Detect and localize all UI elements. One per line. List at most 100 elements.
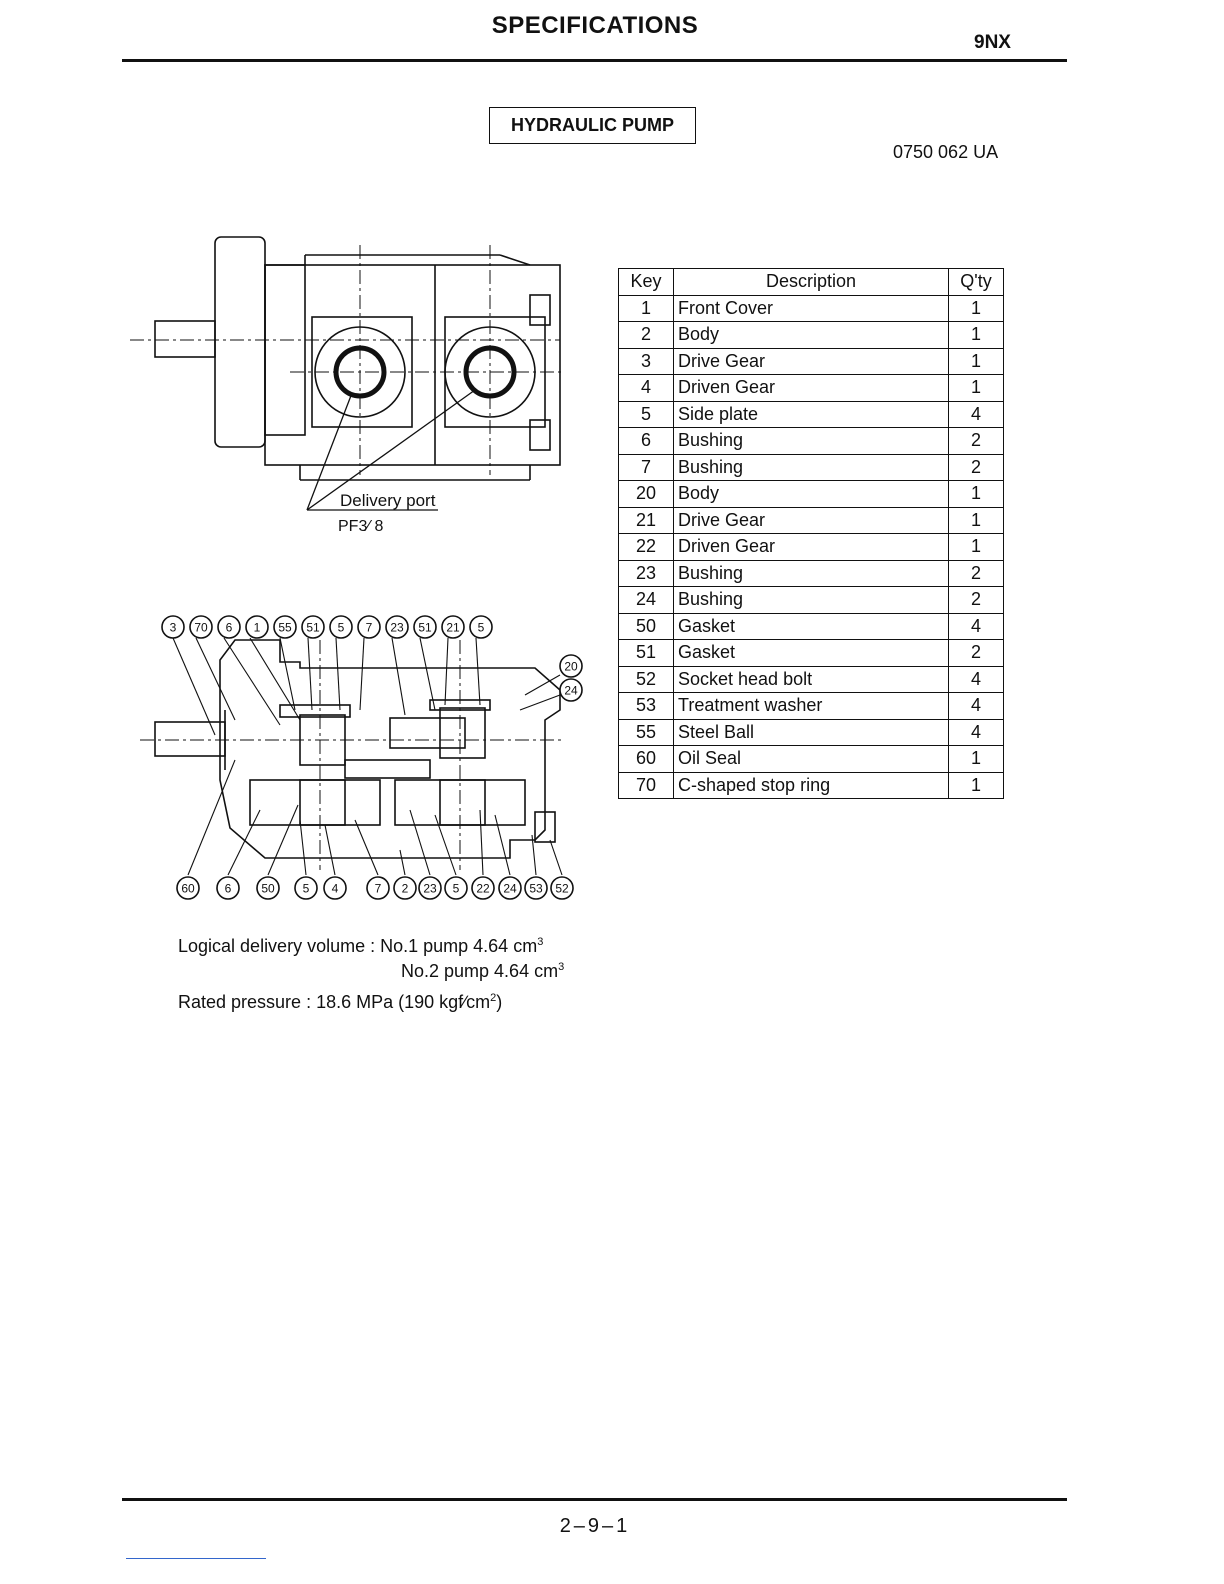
callout-circle — [441, 615, 465, 639]
delivery-port-size: PF3∕ 8 — [338, 518, 383, 535]
cell-description: C-shaped stop ring — [673, 771, 949, 799]
cell-key: 51 — [618, 639, 674, 667]
key-callout: 50 — [256, 876, 280, 900]
callout-circle — [294, 876, 318, 900]
cell-key: 6 — [618, 427, 674, 455]
page-title: SPECIFICATIONS — [491, 12, 699, 39]
cell-key: 55 — [618, 718, 674, 746]
callout-circle — [498, 876, 522, 900]
callout-number: 24 — [564, 684, 578, 698]
callout-number: 70 — [194, 621, 208, 635]
key-callout: 3 — [161, 615, 185, 639]
callout-number: 7 — [375, 882, 382, 896]
cell-qty: 2 — [948, 559, 1004, 587]
cell-qty: 1 — [948, 745, 1004, 773]
callout-number: 1 — [254, 621, 261, 635]
key-callout: 7 — [357, 615, 381, 639]
key-callout: 51 — [301, 615, 325, 639]
callout-circle — [524, 876, 548, 900]
pump-top-view-drawing: Delivery port PF3∕ 8 — [130, 236, 565, 535]
cell-qty: 4 — [948, 665, 1004, 693]
cell-description: Oil Seal — [673, 745, 949, 773]
callout-number: 50 — [261, 882, 275, 896]
cell-qty: 2 — [948, 586, 1004, 614]
cell-key: 20 — [618, 480, 674, 508]
cell-key: 2 — [618, 321, 674, 349]
cell-description: Front Cover — [673, 294, 949, 322]
header-rule — [122, 59, 1067, 62]
drawing-number: 0750 062 UA — [893, 142, 999, 162]
callout-number: 4 — [332, 882, 339, 896]
callout-circle — [471, 876, 495, 900]
callout-number: 51 — [418, 621, 432, 635]
callout-circle — [366, 876, 390, 900]
cell-key: 21 — [618, 506, 674, 534]
callout-number: 51 — [306, 621, 320, 635]
column-header-qty: Q'ty — [948, 268, 1004, 296]
callout-number: 52 — [555, 882, 569, 896]
callout-circle — [301, 615, 325, 639]
callout-circle — [161, 615, 185, 639]
callout-number: 5 — [338, 621, 345, 635]
delivery-volume-label: Logical delivery volume : — [178, 936, 381, 956]
delivery-volume-line-2: No.2 pump 4.64 cm3 — [401, 961, 564, 982]
cell-key: 50 — [618, 612, 674, 640]
column-header-key: Key — [618, 268, 674, 296]
section-title: HYDRAULIC PUMP — [489, 107, 696, 144]
pump2-volume: No.2 pump 4.64 cm — [401, 961, 559, 981]
cell-description: Driven Gear — [673, 533, 949, 561]
key-callout: 55 — [273, 615, 297, 639]
table-header-row: Key Description Q'ty — [618, 268, 1004, 296]
callout-number: 6 — [226, 621, 233, 635]
cell-qty: 1 — [948, 321, 1004, 349]
cell-qty: 1 — [948, 294, 1004, 322]
callout-number: 22 — [476, 882, 490, 896]
key-callout: 24 — [498, 876, 522, 900]
column-header-description: Description — [673, 268, 949, 296]
cell-qty: 1 — [948, 533, 1004, 561]
footer-link-underline — [126, 1558, 266, 1559]
cell-description: Drive Gear — [673, 347, 949, 375]
rated-pressure: Rated pressure : 18.6 MPa (190 kgf∕cm — [178, 992, 491, 1012]
delivery-volume-line-1: Logical delivery volume : No.1 pump 4.64… — [178, 936, 543, 957]
pump1-unit-power: 3 — [537, 936, 544, 948]
cell-description: Bushing — [673, 586, 949, 614]
callout-circle — [245, 615, 269, 639]
cell-key: 24 — [618, 586, 674, 614]
callout-circle — [559, 678, 583, 702]
key-callout: 52 — [550, 876, 574, 900]
key-callout: 5 — [329, 615, 353, 639]
rated-pressure-close: ) — [496, 992, 503, 1012]
delivery-port-label: Delivery port — [340, 491, 436, 510]
callout-number: 60 — [181, 882, 195, 896]
callout-number: 21 — [446, 621, 460, 635]
key-callout: 5 — [469, 615, 493, 639]
cell-qty: 2 — [948, 427, 1004, 455]
cell-key: 5 — [618, 400, 674, 428]
callout-number: 7 — [366, 621, 373, 635]
callout-circle — [418, 876, 442, 900]
callout-circle — [256, 876, 280, 900]
cell-description: Bushing — [673, 559, 949, 587]
callout-number: 5 — [303, 882, 310, 896]
key-callout: 23 — [385, 615, 409, 639]
key-callout: 6 — [216, 876, 240, 900]
cell-key: 1 — [618, 294, 674, 322]
callout-number: 3 — [170, 621, 177, 635]
callout-number: 20 — [564, 660, 578, 674]
cell-qty: 4 — [948, 692, 1004, 720]
key-callout: 53 — [524, 876, 548, 900]
cell-key: 23 — [618, 559, 674, 587]
callout-circle — [393, 876, 417, 900]
callout-number: 5 — [478, 621, 485, 635]
cell-key: 22 — [618, 533, 674, 561]
